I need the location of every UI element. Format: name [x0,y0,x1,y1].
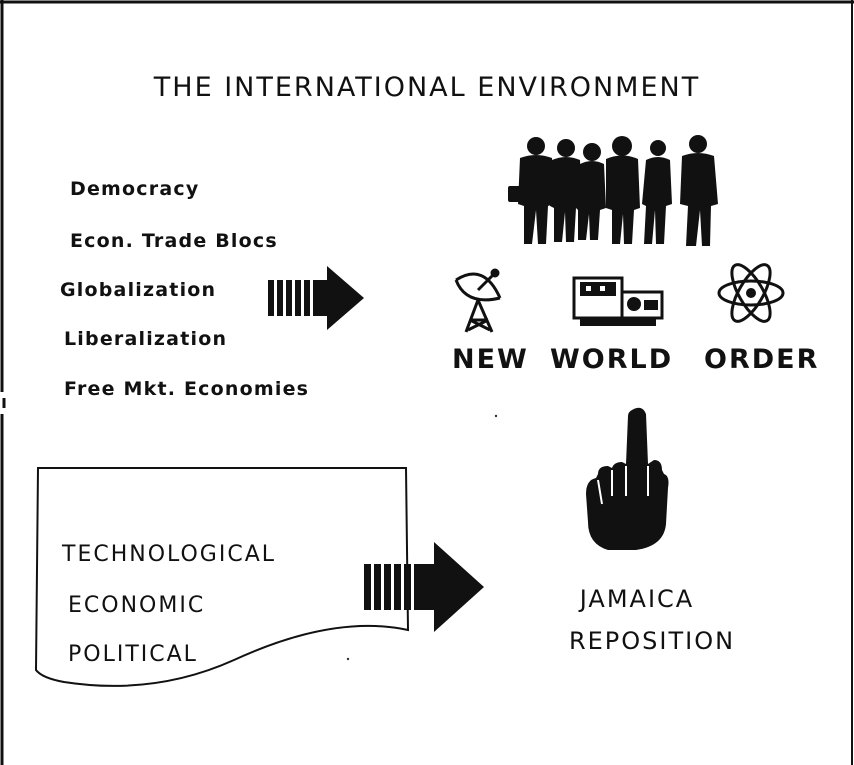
label-world: WORLD [550,344,674,375]
factor-political: POLITICAL [68,642,198,667]
label-reposition: REPOSITION [568,627,736,655]
block-arrow-icon [364,542,484,632]
document-shape [34,467,410,687]
trend-democracy: Democracy [70,178,200,200]
factor-economic: ECONOMIC [68,593,206,618]
crowd-silhouette-icon [508,135,718,246]
trend-globalization: Globalization [60,279,217,301]
page-title: THE INTERNATIONAL ENVIRONMENT [153,72,701,103]
label-jamaica: JAMAICA [579,585,695,613]
speck [494,414,498,418]
label-order: ORDER [704,344,820,375]
factor-technological: TECHNOLOGICAL [62,542,277,567]
block-arrow-icon [268,266,364,330]
label-new: NEW [452,344,529,375]
computer-terminal-icon [572,276,664,326]
trend-trade-blocs: Econ. Trade Blocs [70,230,278,252]
trend-liberalization: Liberalization [64,328,228,350]
atom-icon [717,263,785,323]
pointing-hand-icon [586,407,669,550]
speck [346,657,350,661]
trend-free-market: Free Mkt. Economies [64,378,310,400]
satellite-dish-icon [454,268,502,333]
